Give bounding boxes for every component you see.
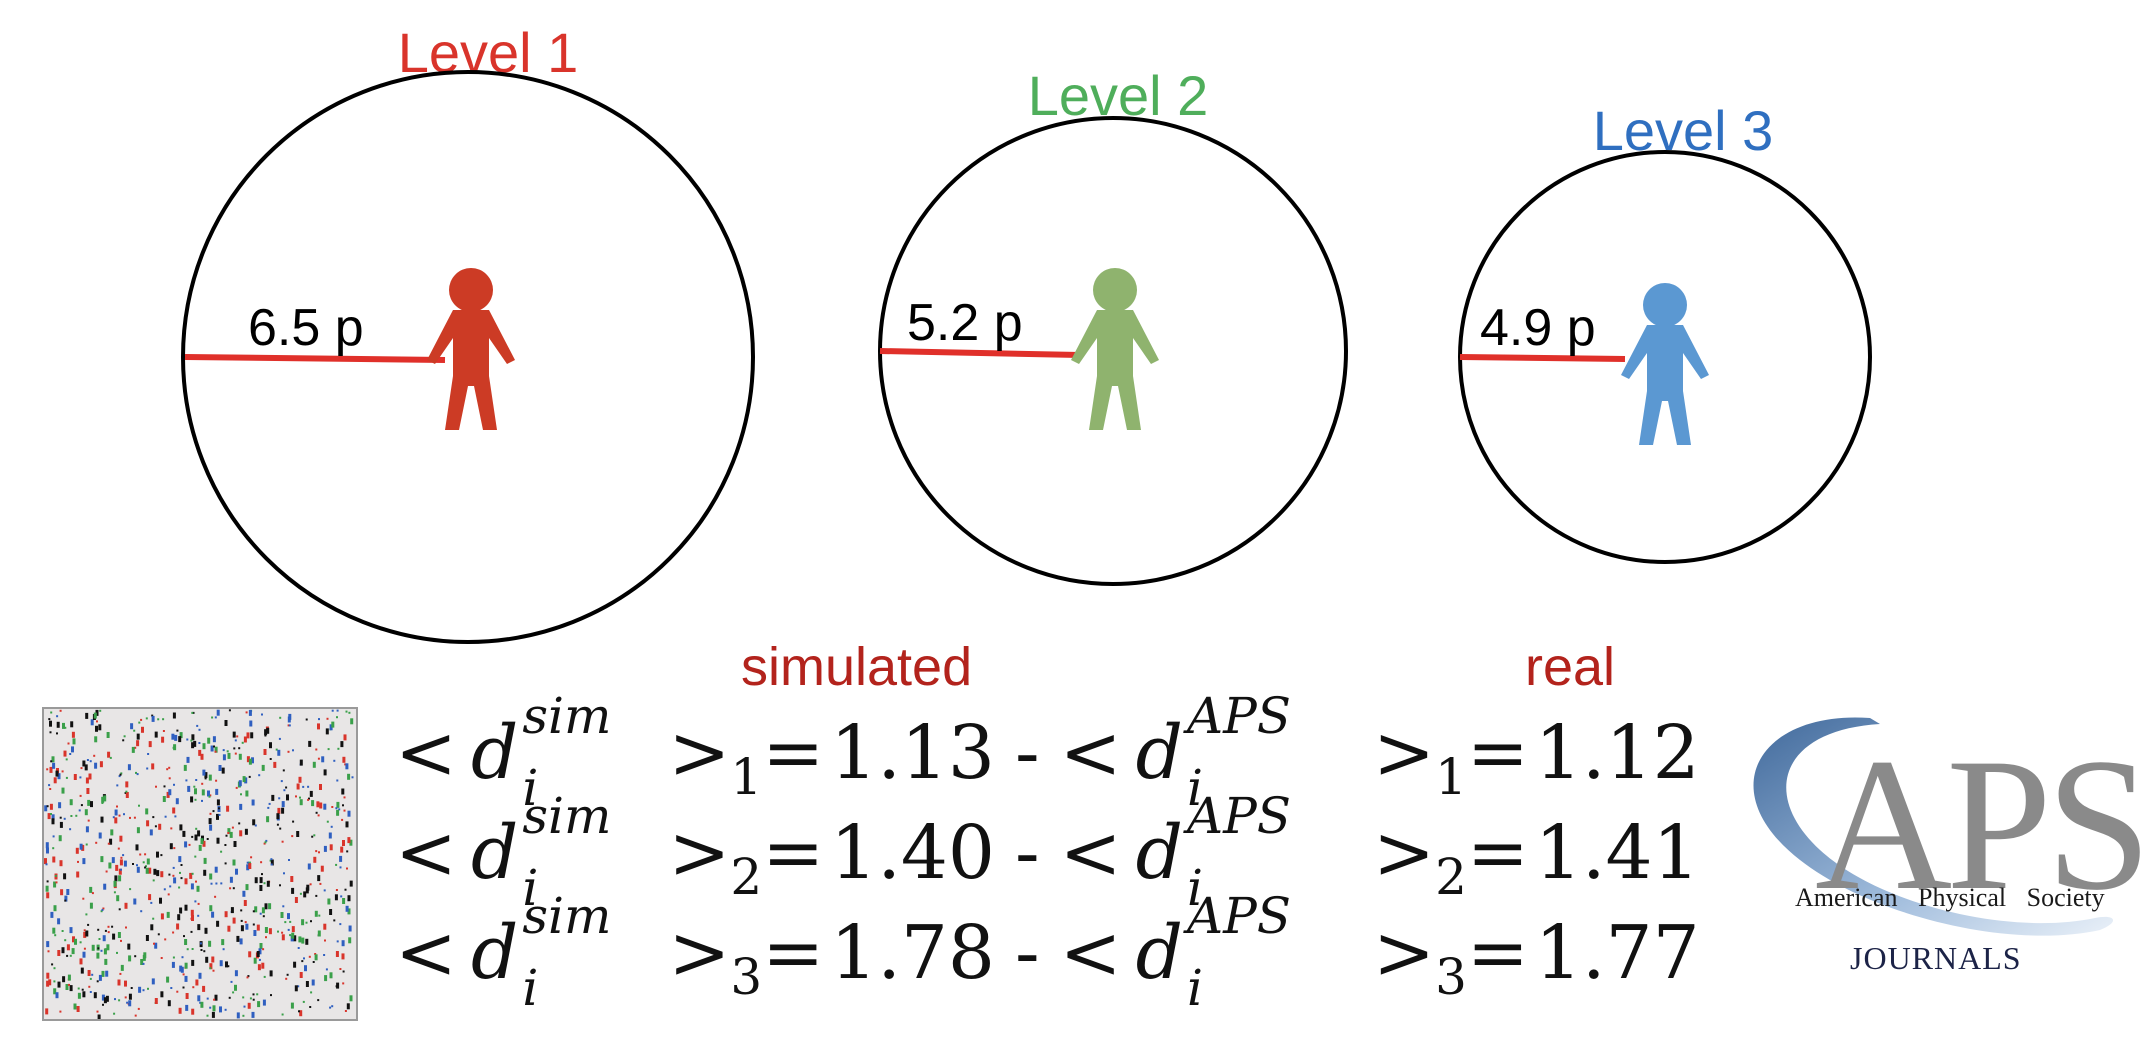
- sim-superscript: sim: [522, 787, 612, 845]
- equals-sign: =: [762, 910, 825, 996]
- person-icon-level-2: [1071, 268, 1159, 430]
- close-bracket: >: [1373, 910, 1436, 996]
- level-subscript: 2: [730, 848, 763, 906]
- d-symbol: d: [1135, 810, 1184, 896]
- i-subscript: i: [522, 959, 539, 1017]
- level-2-group: Level 2 5.2 p: [878, 64, 1348, 586]
- d-symbol: d: [471, 910, 519, 996]
- aps-value: 1.12: [1534, 710, 1700, 796]
- person-icon-level-1: [427, 268, 515, 430]
- d-symbol: d: [471, 810, 519, 896]
- sim-value: 1.40: [830, 810, 995, 896]
- aps-superscript: APS: [1187, 787, 1292, 845]
- level-subscript: 1: [1435, 748, 1467, 806]
- i-subscript: i: [1187, 859, 1204, 917]
- aps-superscript: APS: [1187, 887, 1292, 945]
- open-bracket: <: [395, 710, 458, 796]
- aps-journals-logo: APS American Physical Society JOURNALS: [1720, 700, 2142, 990]
- level-2-radius-line: [879, 348, 1081, 358]
- level-1-circle: [181, 70, 755, 644]
- close-bracket: >: [1373, 810, 1436, 896]
- open-bracket: <: [1059, 910, 1122, 996]
- open-bracket: <: [1059, 710, 1122, 796]
- level-subscript: 1: [730, 748, 763, 806]
- i-subscript: i: [1187, 959, 1204, 1017]
- level-subscript: 3: [1435, 948, 1467, 1006]
- level-3-radius-label: 4.9 p: [1480, 299, 1596, 357]
- close-bracket: >: [668, 710, 731, 796]
- open-bracket: <: [1059, 810, 1122, 896]
- close-bracket: >: [1373, 710, 1436, 796]
- aps-value: 1.41: [1534, 810, 1700, 896]
- logo-society-name: American Physical Society: [1795, 883, 2105, 912]
- simulation-crowd-image: [44, 709, 354, 1019]
- sim-superscript: sim: [522, 687, 612, 745]
- level-3-group: Level 3 4.9 p: [1458, 99, 1872, 564]
- dash-separator: -: [1015, 811, 1040, 894]
- level-3-radius-line: [1459, 354, 1626, 362]
- person-icon-level-3: [1621, 283, 1709, 445]
- level-1-radius-line: [184, 354, 446, 363]
- level-1-group: Level 1 6.5 p: [181, 21, 755, 644]
- equals-sign: =: [1466, 810, 1529, 896]
- sim-value: 1.78: [830, 910, 995, 996]
- d-symbol: d: [1135, 910, 1184, 996]
- i-subscript: i: [1187, 759, 1204, 817]
- i-subscript: i: [522, 859, 539, 917]
- d-symbol: d: [1135, 710, 1184, 796]
- sim-superscript: sim: [522, 887, 612, 945]
- simulated-header: simulated: [741, 637, 973, 697]
- equals-sign: =: [1466, 710, 1529, 796]
- levels-diagram: Level 1 6.5 p Level 2 5.2 p Level 3 4.9 …: [181, 21, 1872, 644]
- level-subscript: 3: [730, 948, 763, 1006]
- close-bracket: >: [668, 910, 731, 996]
- dash-separator: -: [1015, 711, 1040, 794]
- real-header: real: [1525, 637, 1616, 697]
- dash-separator: -: [1015, 911, 1040, 994]
- level-2-radius-label: 5.2 p: [907, 294, 1023, 352]
- simulation-thumbnail: [42, 707, 358, 1021]
- close-bracket: >: [668, 810, 731, 896]
- level-subscript: 2: [1435, 848, 1467, 906]
- logo-letters: APS: [1815, 720, 2142, 930]
- open-bracket: <: [395, 810, 458, 896]
- equals-sign: =: [762, 810, 825, 896]
- logo-swoosh-icon: [1753, 717, 2114, 936]
- aps-value: 1.77: [1534, 910, 1700, 996]
- open-bracket: <: [395, 910, 458, 996]
- equals-sign: =: [1466, 910, 1529, 996]
- logo-journals-label: JOURNALS: [1850, 940, 2022, 976]
- level-1-radius-label: 6.5 p: [248, 299, 364, 357]
- sim-value: 1.13: [830, 710, 995, 796]
- i-subscript: i: [522, 759, 539, 817]
- aps-superscript: APS: [1187, 687, 1292, 745]
- d-symbol: d: [471, 710, 519, 796]
- equals-sign: =: [762, 710, 825, 796]
